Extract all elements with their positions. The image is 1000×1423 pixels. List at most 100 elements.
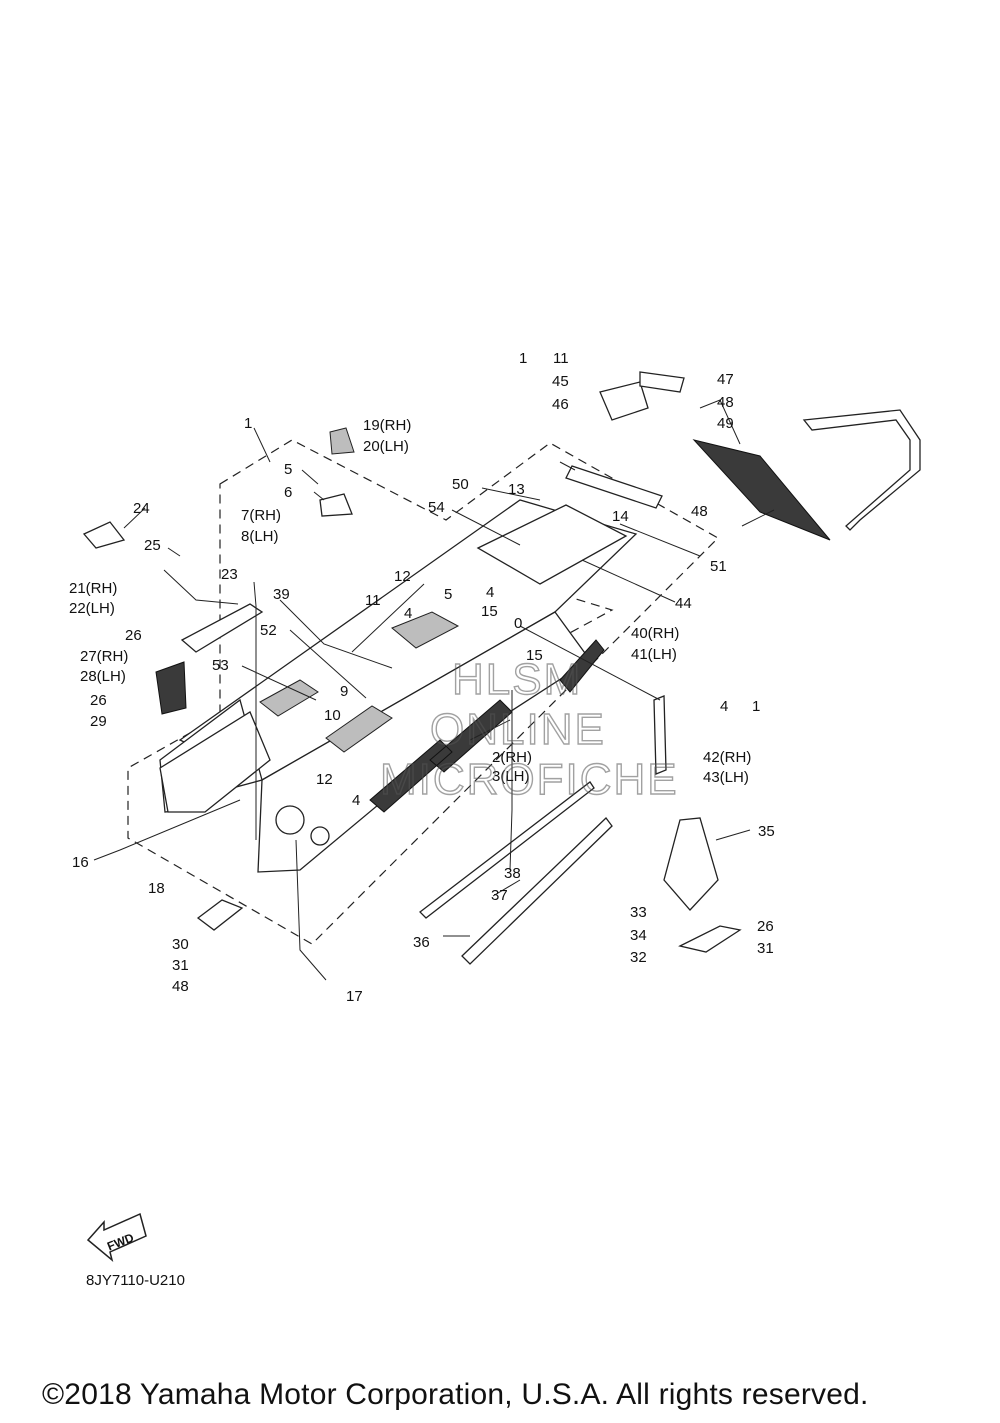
front-bulkhead bbox=[159, 711, 271, 813]
callout-labels: 1 1 1 2(RH) 3(LH) 4 4 4 4 5 5 6 7(RH) 8(… bbox=[69, 350, 775, 1005]
callout-4b: 4 bbox=[486, 584, 494, 601]
callout-17: 17 bbox=[346, 988, 363, 1005]
callout-6: 6 bbox=[284, 484, 292, 501]
rail-38 bbox=[419, 781, 595, 919]
floor-pad-3 bbox=[259, 679, 319, 717]
callout-5b: 5 bbox=[444, 586, 452, 603]
leader-lines bbox=[93, 399, 775, 981]
part-45-46 bbox=[599, 381, 649, 421]
callout-11a: 11 bbox=[553, 350, 569, 367]
callout-12b: 12 bbox=[316, 771, 333, 788]
callout-1c: 1 bbox=[752, 698, 760, 715]
callout-27: 27(RH) bbox=[80, 648, 128, 665]
part-7-8 bbox=[319, 493, 353, 517]
part-48-49 bbox=[692, 439, 831, 541]
callout-3: 3(LH) bbox=[492, 768, 530, 785]
grab-handle bbox=[802, 409, 921, 531]
part-30 bbox=[196, 899, 244, 931]
callout-54: 54 bbox=[428, 499, 445, 516]
callout-15a: 15 bbox=[481, 603, 498, 620]
callout-52: 52 bbox=[260, 622, 277, 639]
callout-47: 47 bbox=[717, 371, 734, 388]
callout-42: 42(RH) bbox=[703, 749, 751, 766]
callout-51: 51 bbox=[710, 558, 727, 575]
callout-7: 7(RH) bbox=[241, 507, 281, 524]
side-hole-2 bbox=[310, 826, 330, 846]
callout-9: 9 bbox=[340, 683, 348, 700]
callout-16: 16 bbox=[72, 854, 89, 871]
part-27-28 bbox=[155, 661, 187, 715]
callout-31b: 31 bbox=[757, 940, 774, 957]
callout-22: 22(LH) bbox=[69, 600, 115, 617]
tunnel-rear-plate bbox=[476, 504, 628, 585]
callout-36: 36 bbox=[413, 934, 430, 951]
callout-19: 19(RH) bbox=[363, 417, 411, 434]
callout-4c: 4 bbox=[352, 792, 360, 809]
callout-33: 33 bbox=[630, 904, 647, 921]
callout-48c: 48 bbox=[172, 978, 189, 995]
copyright-notice: ©2018 Yamaha Motor Corporation, U.S.A. A… bbox=[42, 1378, 869, 1411]
watermark-line-3: MICROFICHE bbox=[380, 755, 679, 804]
callout-40: 40(RH) bbox=[631, 625, 679, 642]
assembly-boundary bbox=[127, 439, 719, 945]
part-14 bbox=[565, 465, 663, 509]
callout-20: 20(LH) bbox=[363, 438, 409, 455]
part-19-20 bbox=[329, 427, 355, 455]
rail-37 bbox=[461, 817, 613, 965]
callout-26b: 26 bbox=[90, 692, 107, 709]
side-hole-1 bbox=[275, 805, 305, 835]
callout-13: 13 bbox=[508, 481, 525, 498]
callout-30: 30 bbox=[172, 936, 189, 953]
callout-12a: 12 bbox=[394, 568, 411, 585]
callout-44: 44 bbox=[675, 595, 692, 612]
callout-39: 39 bbox=[273, 586, 290, 603]
part-40-41 bbox=[559, 639, 605, 693]
callout-48b: 48 bbox=[691, 503, 708, 520]
callout-43: 43(LH) bbox=[703, 769, 749, 786]
callout-14: 14 bbox=[612, 508, 629, 525]
callout-8: 8(LH) bbox=[241, 528, 279, 545]
callout-10: 10 bbox=[324, 707, 341, 724]
callout-32: 32 bbox=[630, 949, 647, 966]
part-33-35 bbox=[663, 817, 719, 911]
callout-26a: 26 bbox=[125, 627, 142, 644]
part-24 bbox=[82, 521, 126, 549]
callout-26c: 26 bbox=[757, 918, 774, 935]
floor-pad-1 bbox=[391, 611, 460, 649]
callout-49: 49 bbox=[717, 415, 734, 432]
callout-1b: 1 bbox=[519, 350, 527, 367]
callout-0: 0 bbox=[514, 615, 522, 632]
part-21-22 bbox=[180, 603, 264, 653]
callout-46: 46 bbox=[552, 396, 569, 413]
callout-4a: 4 bbox=[404, 605, 412, 622]
callout-37: 37 bbox=[491, 887, 508, 904]
callout-50: 50 bbox=[452, 476, 469, 493]
callout-53: 53 bbox=[212, 657, 229, 674]
callout-23: 23 bbox=[221, 566, 238, 583]
callout-35: 35 bbox=[758, 823, 775, 840]
diagram-code: 8JY7110-U210 bbox=[86, 1272, 185, 1289]
part-42-43 bbox=[653, 695, 667, 775]
part-32 bbox=[678, 925, 742, 953]
callout-11b: 11 bbox=[365, 592, 381, 609]
callout-24: 24 bbox=[133, 500, 150, 517]
part-47 bbox=[639, 371, 685, 393]
callout-29: 29 bbox=[90, 713, 107, 730]
callout-34: 34 bbox=[630, 927, 647, 944]
callout-48a: 48 bbox=[717, 394, 734, 411]
callout-41: 41(LH) bbox=[631, 646, 677, 663]
callout-21: 21(RH) bbox=[69, 580, 117, 597]
watermark-line-2: ONLINE bbox=[430, 705, 606, 754]
callout-1a: 1 bbox=[244, 415, 252, 432]
callout-38: 38 bbox=[504, 865, 521, 882]
floor-pad-2 bbox=[325, 705, 393, 753]
callout-45: 45 bbox=[552, 373, 569, 390]
watermark-line-1: HLSM bbox=[452, 655, 582, 704]
callout-31a: 31 bbox=[172, 957, 189, 974]
callout-4d: 4 bbox=[720, 698, 728, 715]
callout-18: 18 bbox=[148, 880, 165, 897]
callout-2: 2(RH) bbox=[492, 749, 532, 766]
callout-25: 25 bbox=[144, 537, 161, 554]
callout-5a: 5 bbox=[284, 461, 292, 478]
